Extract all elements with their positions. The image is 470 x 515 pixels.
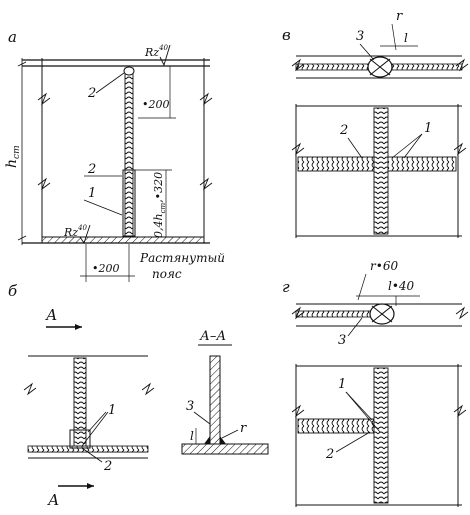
section-arrow-top-label: А: [45, 306, 57, 324]
flange-caption-line2: пояс: [152, 267, 182, 281]
dim-v-r: r: [396, 9, 403, 24]
dim-g-l: l•40: [388, 279, 415, 293]
panel-g-letter: г: [282, 278, 290, 296]
section-r: r: [240, 421, 247, 436]
panel-g: г r•60 l•40 3 1 2: [282, 259, 469, 507]
callout-a-2-upper: 2: [87, 86, 96, 101]
panel-a: а hст Rz40 2 •200 2: [4, 28, 225, 282]
dim-g-r: r•60: [370, 259, 398, 273]
dim-v-l: l: [404, 31, 408, 45]
callout-a-2-middle: 2: [87, 162, 96, 177]
callout-b-1: 1: [108, 403, 116, 418]
callout-g-2: 2: [325, 447, 334, 462]
dim-upper: •200: [142, 98, 169, 111]
height-label: hст: [4, 145, 22, 168]
dim-bottom: •200: [92, 262, 119, 275]
panel-b: б А 1 2 А А–А 3 r l: [8, 282, 269, 509]
callout-a-1: 1: [88, 186, 96, 201]
callout-v-1: 1: [424, 121, 432, 136]
callout-v-2: 2: [339, 123, 348, 138]
callout-g-3: 3: [338, 333, 346, 348]
section-arrow-bottom-label: А: [47, 491, 59, 509]
section-l: l: [190, 429, 194, 443]
panel-b-letter: б: [8, 282, 18, 300]
callout-v-3: 3: [356, 29, 364, 44]
callout-g-1: 1: [338, 377, 346, 392]
dim-vertical: 0,4hст,•320: [152, 172, 167, 238]
roughness-top: Rz40: [144, 44, 169, 59]
panel-v: в 3 r l 2 1: [282, 9, 469, 238]
section-callout-3: 3: [186, 399, 194, 414]
roughness-bottom: Rz40: [63, 224, 88, 239]
callout-b-2: 2: [103, 459, 112, 474]
section-title: А–А: [199, 329, 226, 344]
panel-a-letter: а: [8, 28, 17, 46]
flange-caption-line1: Растянутый: [139, 251, 225, 265]
panel-v-letter: в: [282, 26, 291, 44]
